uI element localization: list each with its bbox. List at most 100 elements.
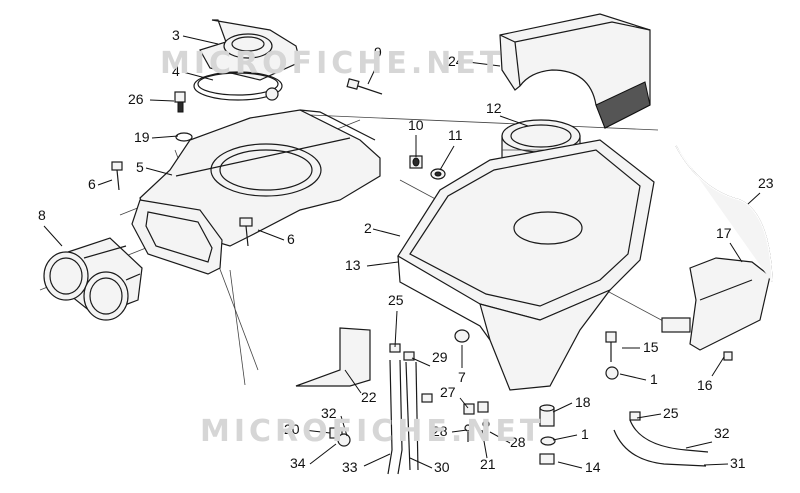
leader-line-c24 bbox=[467, 61, 501, 67]
leader-line-c18 bbox=[552, 402, 573, 413]
watermark-bottom: MICROFICHE.NET bbox=[200, 414, 545, 449]
callout-c14: 14 bbox=[585, 459, 601, 475]
clamp-lower bbox=[421, 393, 433, 403]
grommet-10 bbox=[409, 155, 423, 169]
callout-c21: 21 bbox=[480, 456, 496, 472]
callout-c20: 20 bbox=[284, 421, 300, 437]
leader-line-c5 bbox=[145, 167, 173, 176]
drain-hose-33 bbox=[387, 359, 393, 475]
callout-c8: 8 bbox=[38, 207, 46, 223]
leader-line-c30 bbox=[409, 457, 433, 469]
breather-hose-32 bbox=[629, 419, 709, 453]
leader-line-c31 bbox=[703, 463, 729, 466]
washer-28a bbox=[464, 424, 472, 432]
callout-c31: 31 bbox=[730, 455, 746, 471]
leader-line-c34 bbox=[309, 443, 337, 465]
foam-filter bbox=[499, 13, 651, 129]
leader-line-c1b bbox=[552, 434, 578, 441]
leader-line-c20 bbox=[303, 429, 331, 434]
callout-c28a: 28 bbox=[432, 423, 448, 439]
callout-c16: 16 bbox=[697, 377, 713, 393]
leader-line-c28b bbox=[489, 431, 511, 444]
side-cover bbox=[661, 257, 771, 351]
callout-c10: 10 bbox=[408, 117, 424, 133]
callout-c29: 29 bbox=[432, 349, 448, 365]
screw-6-left bbox=[111, 161, 123, 191]
callout-c30: 30 bbox=[434, 459, 450, 475]
callout-c19: 19 bbox=[134, 129, 150, 145]
temperature-sensor bbox=[174, 91, 186, 113]
callout-c9: 9 bbox=[374, 44, 382, 60]
nut-11 bbox=[430, 168, 446, 180]
callout-c32a: 32 bbox=[321, 405, 337, 421]
clamp-27a bbox=[463, 403, 475, 415]
leader-line-c1a bbox=[619, 373, 647, 381]
breather-hose-31 bbox=[613, 429, 707, 467]
leader-line-c28a bbox=[451, 429, 468, 433]
leader-line-c33 bbox=[363, 453, 391, 467]
clamp-29 bbox=[403, 351, 415, 361]
leader-line-c22 bbox=[344, 369, 362, 394]
leader-line-c25a bbox=[394, 310, 398, 348]
callout-c22: 22 bbox=[361, 389, 377, 405]
callout-c25a: 25 bbox=[388, 292, 404, 308]
bolt-15 bbox=[605, 331, 617, 362]
callout-c5: 5 bbox=[136, 159, 144, 175]
callout-c28b: 28 bbox=[510, 434, 526, 450]
leader-line-c27 bbox=[459, 397, 469, 409]
leader-line-c25b bbox=[636, 413, 662, 419]
rubber-damper-18 bbox=[539, 404, 555, 427]
spacer-14 bbox=[539, 453, 555, 465]
leader-line-c8 bbox=[43, 225, 63, 247]
leader-line-c6b bbox=[257, 229, 285, 241]
leader-line-c23 bbox=[747, 192, 761, 205]
callout-c32b: 32 bbox=[714, 425, 730, 441]
callout-c1a: 1 bbox=[650, 371, 658, 387]
callout-c25b: 25 bbox=[663, 405, 679, 421]
intake-snorkel bbox=[131, 199, 223, 275]
leader-line-c16 bbox=[711, 356, 725, 377]
leader-line-c17 bbox=[729, 242, 743, 263]
callout-c24: 24 bbox=[448, 53, 464, 69]
washer-1a bbox=[605, 366, 619, 380]
callout-c23: 23 bbox=[758, 175, 774, 191]
leader-line-c19 bbox=[151, 135, 179, 139]
clip-34 bbox=[337, 433, 351, 447]
leader-line-c11 bbox=[439, 145, 455, 171]
callout-c13: 13 bbox=[345, 257, 361, 273]
callout-c17: 17 bbox=[716, 225, 732, 241]
bolt-9 bbox=[346, 78, 383, 95]
screw-6-right bbox=[239, 217, 253, 247]
leader-line-c32b bbox=[685, 441, 713, 449]
washer-28b bbox=[482, 420, 490, 428]
callout-c12: 12 bbox=[486, 100, 502, 116]
callout-c11: 11 bbox=[448, 127, 463, 143]
callout-c6a: 6 bbox=[88, 176, 96, 192]
o-ring bbox=[175, 132, 193, 142]
leader-line-c21 bbox=[481, 429, 488, 459]
intake-cap bbox=[199, 19, 301, 81]
callout-c18: 18 bbox=[575, 394, 591, 410]
leader-line-c3 bbox=[182, 35, 219, 45]
callout-c4: 4 bbox=[172, 63, 180, 79]
callout-c15: 15 bbox=[643, 339, 659, 355]
callout-c2: 2 bbox=[364, 220, 372, 236]
clamp-25b bbox=[629, 411, 641, 421]
callout-c26: 26 bbox=[128, 91, 144, 107]
callout-c27: 27 bbox=[440, 384, 456, 400]
callout-c34: 34 bbox=[290, 455, 306, 471]
leader-line-c12 bbox=[499, 115, 529, 127]
drain-hose-30 bbox=[405, 361, 411, 471]
leader-line-c9 bbox=[367, 62, 379, 85]
grommet-7 bbox=[454, 329, 470, 343]
leader-line-c2 bbox=[372, 228, 401, 237]
callout-c1b: 1 bbox=[581, 426, 589, 442]
leader-line-c32a bbox=[340, 415, 348, 437]
screw-16 bbox=[723, 351, 733, 361]
drain-flap bbox=[295, 327, 371, 387]
leader-line-c4 bbox=[182, 71, 214, 81]
washer-1b bbox=[540, 436, 556, 446]
clamp-27b bbox=[477, 401, 489, 413]
